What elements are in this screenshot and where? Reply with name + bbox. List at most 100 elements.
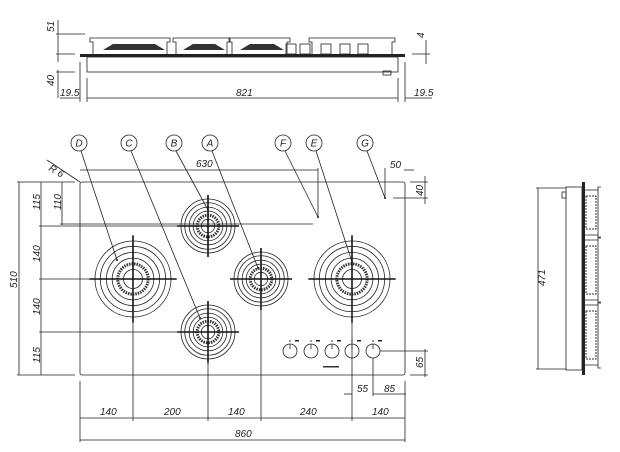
leader-line <box>211 150 259 269</box>
callout-circle <box>70 134 88 152</box>
callout-c: C <box>120 134 201 319</box>
burner-profile <box>183 44 225 50</box>
knob-profile <box>320 43 332 55</box>
knob-mark <box>289 340 291 342</box>
knob-profile <box>285 43 297 55</box>
dim-65: 65 <box>415 356 426 368</box>
burner-profile <box>240 44 284 50</box>
callout-f: F <box>274 134 319 218</box>
knob-profile <box>339 43 351 55</box>
knob-mark <box>331 340 333 342</box>
callout-circle <box>120 134 138 152</box>
grate-side <box>585 301 601 369</box>
pan-supports <box>89 37 396 55</box>
dim-bottom-1: 200 <box>163 407 181 418</box>
grate-side <box>585 236 601 304</box>
leader-dot <box>351 261 353 263</box>
callout-label: G <box>361 139 369 150</box>
knob-mark <box>310 340 312 342</box>
leader-dot <box>207 209 209 211</box>
burner-side <box>585 310 597 360</box>
leader-line <box>175 150 209 211</box>
callout-label: F <box>280 139 287 150</box>
leader-line <box>130 150 201 319</box>
burner-profile <box>103 44 165 50</box>
grate <box>308 37 396 54</box>
burner-side <box>585 245 597 295</box>
knob-mark <box>316 340 320 342</box>
dim-4: 4 <box>416 32 427 38</box>
side-body <box>565 186 583 371</box>
leader-line <box>315 150 353 263</box>
callout-g: G <box>356 134 386 199</box>
callout-b: B <box>165 134 209 211</box>
dim-51: 51 <box>46 21 57 32</box>
leader-line <box>366 150 386 199</box>
callout-label: B <box>171 139 178 150</box>
callout-circle <box>165 134 183 152</box>
burners <box>89 194 396 364</box>
burner <box>176 194 240 258</box>
knob-mark <box>378 340 382 342</box>
brand-logo <box>323 366 339 368</box>
knob-mark <box>357 340 361 342</box>
leader-line <box>284 150 319 218</box>
leader-dot <box>199 317 201 319</box>
callout-d: D <box>70 134 118 261</box>
dim-bottom-2: 140 <box>228 407 245 418</box>
side-connector <box>561 191 567 199</box>
dim-40-top: 40 <box>415 184 426 196</box>
dim-50: 50 <box>390 160 402 171</box>
grate <box>89 37 171 54</box>
dim-471: 471 <box>537 269 548 286</box>
dim-19-5-left: 19.5 <box>60 88 80 99</box>
leader-dot <box>116 259 118 261</box>
dim-630: 630 <box>196 159 213 170</box>
callout-circle <box>356 134 374 152</box>
grate-side <box>585 186 601 239</box>
dim-821: 821 <box>236 88 253 99</box>
dim-bottom-0: 140 <box>100 407 117 418</box>
dim-140-lower: 140 <box>32 298 43 315</box>
dim-860: 860 <box>235 429 252 440</box>
burner-side <box>585 195 597 230</box>
callout-label: C <box>125 139 133 150</box>
front-elevation: 51 4 40 19.5 821 19.5 <box>46 20 434 102</box>
callout-label: E <box>311 139 318 150</box>
knob-profile <box>299 43 311 55</box>
callout-a: A <box>201 134 259 269</box>
dim-85: 85 <box>384 384 396 395</box>
dim-radius: R 6 <box>47 163 66 181</box>
dim-line <box>46 159 81 183</box>
knob-mark <box>337 340 341 342</box>
dim-bottom-3: 240 <box>299 407 317 418</box>
dim-110: 110 <box>53 194 64 210</box>
side-glass <box>582 182 585 375</box>
side-pan-supports <box>585 186 601 369</box>
glass-top <box>80 54 405 57</box>
dim-115-bottom: 115 <box>32 347 43 363</box>
dim-115-top: 115 <box>32 194 43 210</box>
dim-510: 510 <box>9 271 20 288</box>
dim-40: 40 <box>46 74 57 86</box>
leader-dot <box>257 267 259 269</box>
dim-19-5-right: 19.5 <box>414 88 434 99</box>
callout-circle <box>274 134 292 152</box>
glass-plate-outline <box>79 181 406 376</box>
knob-mark <box>372 340 374 342</box>
callout-circle <box>305 134 323 152</box>
grate <box>228 37 291 54</box>
knob-profile <box>357 43 369 55</box>
control-knobs <box>282 340 382 368</box>
knob-mark <box>295 340 299 342</box>
grate <box>172 37 231 54</box>
callout-label: A <box>206 139 214 150</box>
hob-body <box>86 56 399 73</box>
callout-label: D <box>75 139 82 150</box>
leader-line <box>80 150 118 261</box>
plan-view: D C B A F E G 630 R 6 50 40 115 110 140 510 14… <box>9 134 428 442</box>
side-view: 471 <box>536 182 601 375</box>
dim-140-upper: 140 <box>32 245 43 262</box>
connector <box>382 70 392 76</box>
